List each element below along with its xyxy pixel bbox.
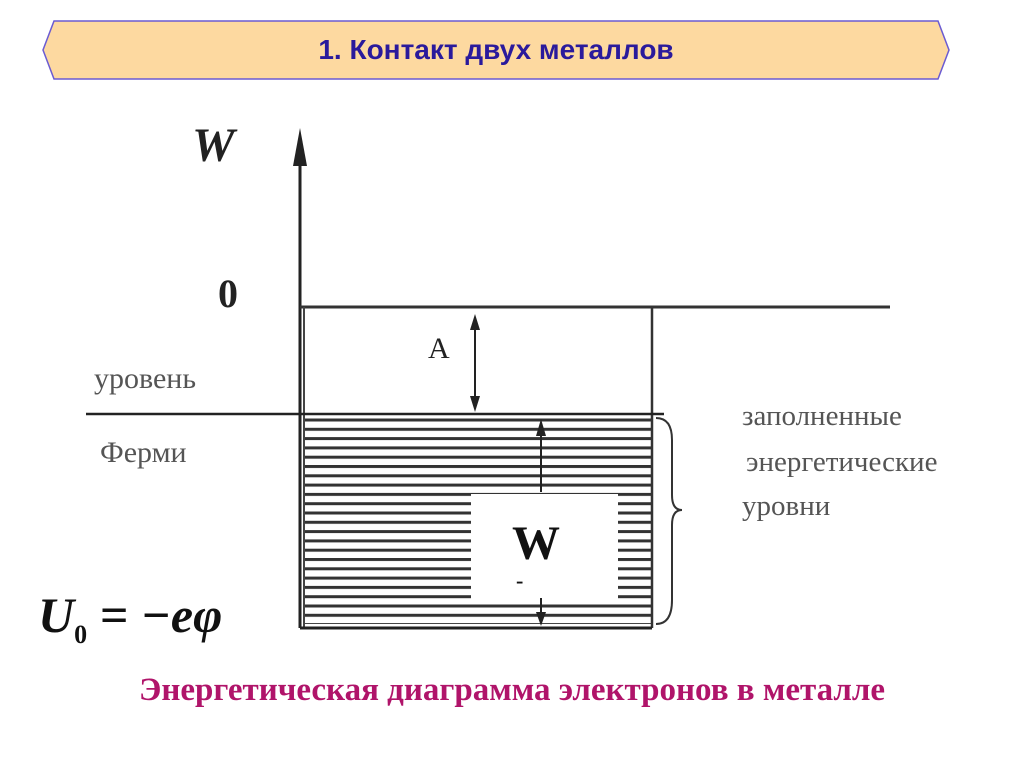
work-function-label: A [428,332,450,365]
fermi-label-line2: Ферми [100,436,187,469]
filled-levels-label-line1: заполненные [742,400,902,432]
title-banner: 1. Контакт двух металлов [42,20,950,80]
fermi-energy-subscript: - [516,568,524,593]
filled-levels-top [471,418,651,494]
filled-levels-right [618,494,651,624]
fermi-energy-label: W [506,516,566,571]
fermi-label-line1: уровень [94,362,197,395]
potential-subscript: 0 [74,620,88,649]
filled-levels-label-line3: уровни [742,490,831,522]
w-axis-arrowhead [293,128,307,166]
w-axis-label: W [192,119,235,172]
diagram-caption: Энергетическая диаграмма электронов в ме… [138,672,886,708]
filled-levels-left [305,418,471,624]
zero-level-label: 0 [218,271,238,316]
potential-formula: U0 = −eφ [38,586,222,650]
potential-rest: = −eφ [99,587,223,643]
slide-title: 1. Контакт двух металлов [318,34,674,65]
filled-levels-label-line2: энергетические [746,446,938,478]
filled-levels-brace [655,417,683,625]
potential-u: U [38,587,75,643]
